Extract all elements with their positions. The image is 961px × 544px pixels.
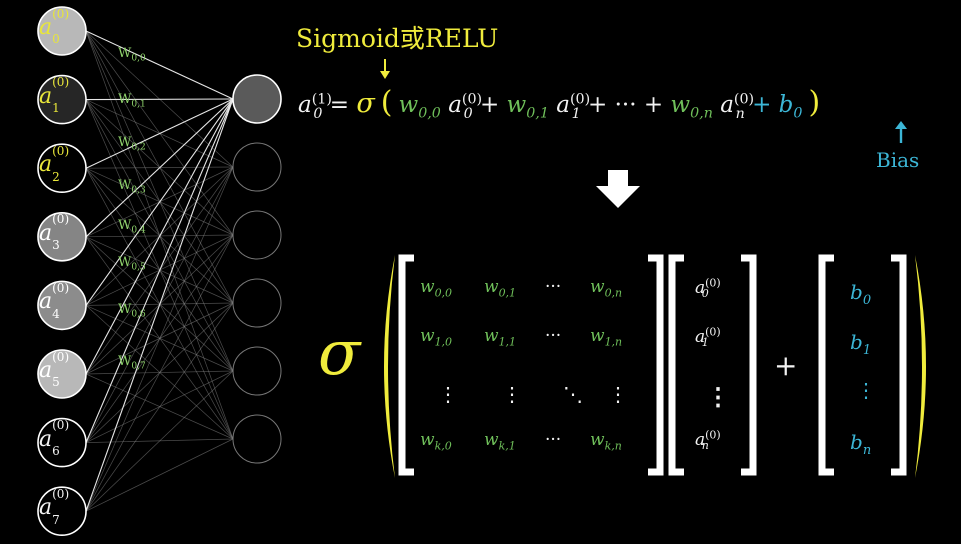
output-neuron [232,346,282,396]
weight-label: W0,1 [118,92,146,110]
weight-label: W0,2 [118,135,146,153]
matrix-cell: wk,0 [420,430,452,453]
weight-label: W0,0 [118,46,146,64]
matrix-cell: wk,1 [484,430,516,453]
matrix-cell: ⋮ [502,382,522,406]
input-neuron [37,74,87,125]
square-bracket [818,254,834,476]
matrix-cell: ··· [545,326,562,346]
right-paren [915,255,926,478]
left-paren [384,255,395,478]
input-neuron-label: a(0)0 [39,6,70,47]
matrix-cell: w1,0 [420,326,453,349]
weight-label: W0,3 [118,178,146,196]
input-neuron [37,486,87,537]
input-vector-cell: a(0)n [695,428,721,453]
matrix-cell: wk,n [590,430,622,453]
weighted-connection-line [85,98,234,443]
weighted-connection-line [85,98,234,512]
input-vector-cell: ⋮ [706,382,730,411]
connection-line [85,370,234,512]
input-neuron-label: a(0)5 [39,349,70,390]
matrix-cell: w0,n [590,277,623,300]
up-arrow-icon [895,121,907,143]
matrix-cell: w0,0 [420,277,453,300]
activation-function-label: Sigmoid或RELU [296,24,499,53]
input-neuron-label: a(0)4 [39,281,70,321]
input-neuron-label: a(0)3 [39,212,70,253]
square-bracket [891,254,907,476]
weighted-connection-line [85,30,234,100]
matrix-cell: ··· [545,277,562,297]
bias-vector-cell: ⋮ [856,378,876,402]
matrix-cell: w1,1 [484,326,517,349]
output-neuron [232,142,282,192]
bias-vector-cell: b1 [850,330,872,358]
connection-line [85,166,234,512]
matrix-cell: w0,1 [484,277,517,300]
input-vector-cell: a(0)0 [695,276,721,301]
weight-label: W0,7 [118,354,146,372]
square-bracket [668,254,684,476]
input-neuron [37,6,87,56]
input-neuron-label: a(0)1 [39,75,70,115]
weight-label: W0,5 [118,255,146,273]
weighted-connection-line [85,98,234,101]
weight-label: W0,4 [118,218,146,236]
input-neuron-label: a(0)2 [39,143,70,184]
input-neuron [37,280,87,331]
input-neuron [37,349,87,399]
matrix-cell: w1,n [590,326,623,349]
weighted-connection-line [85,98,234,238]
input-vector-cell: a(0)1 [695,325,721,350]
square-bracket [398,254,414,476]
connection-line [85,438,234,512]
input-neuron [37,143,87,193]
weighted-connection-line [85,98,234,375]
sigma-symbol: σ [318,316,361,389]
output-neuron [232,414,282,464]
bias-vector-cell: b0 [850,280,872,308]
matrix-cell: ⋮ [608,382,628,406]
connection-line [85,234,234,512]
input-neuron-label: a(0)6 [39,418,70,458]
bias-label: Bias [876,148,920,172]
matrix-cell: ⋮ [438,382,458,406]
output-neuron-active [232,74,282,124]
output-neuron [232,278,282,328]
matrix-cell: ⋱ [563,382,583,406]
input-neuron-label: a(0)7 [39,486,70,527]
weighted-connection-line [85,98,234,169]
weight-label: W0,6 [118,302,146,320]
square-bracket [741,254,757,476]
down-arrow-icon [380,59,390,79]
connection-line [85,302,234,512]
bias-vector-cell: bn [850,430,872,458]
plus-sign: + [774,349,798,382]
matrix-cell: ··· [545,430,562,450]
transform-arrow-icon [596,170,640,208]
neuron-equation: a(1)0 = σ(w0,0 a(0)0 + w0,1 a(0)1 + ··· … [298,85,821,122]
weighted-connection-line [85,98,234,306]
square-bracket [648,254,664,476]
output-neuron [232,210,282,260]
input-neuron [37,417,87,468]
input-neuron [37,212,87,262]
